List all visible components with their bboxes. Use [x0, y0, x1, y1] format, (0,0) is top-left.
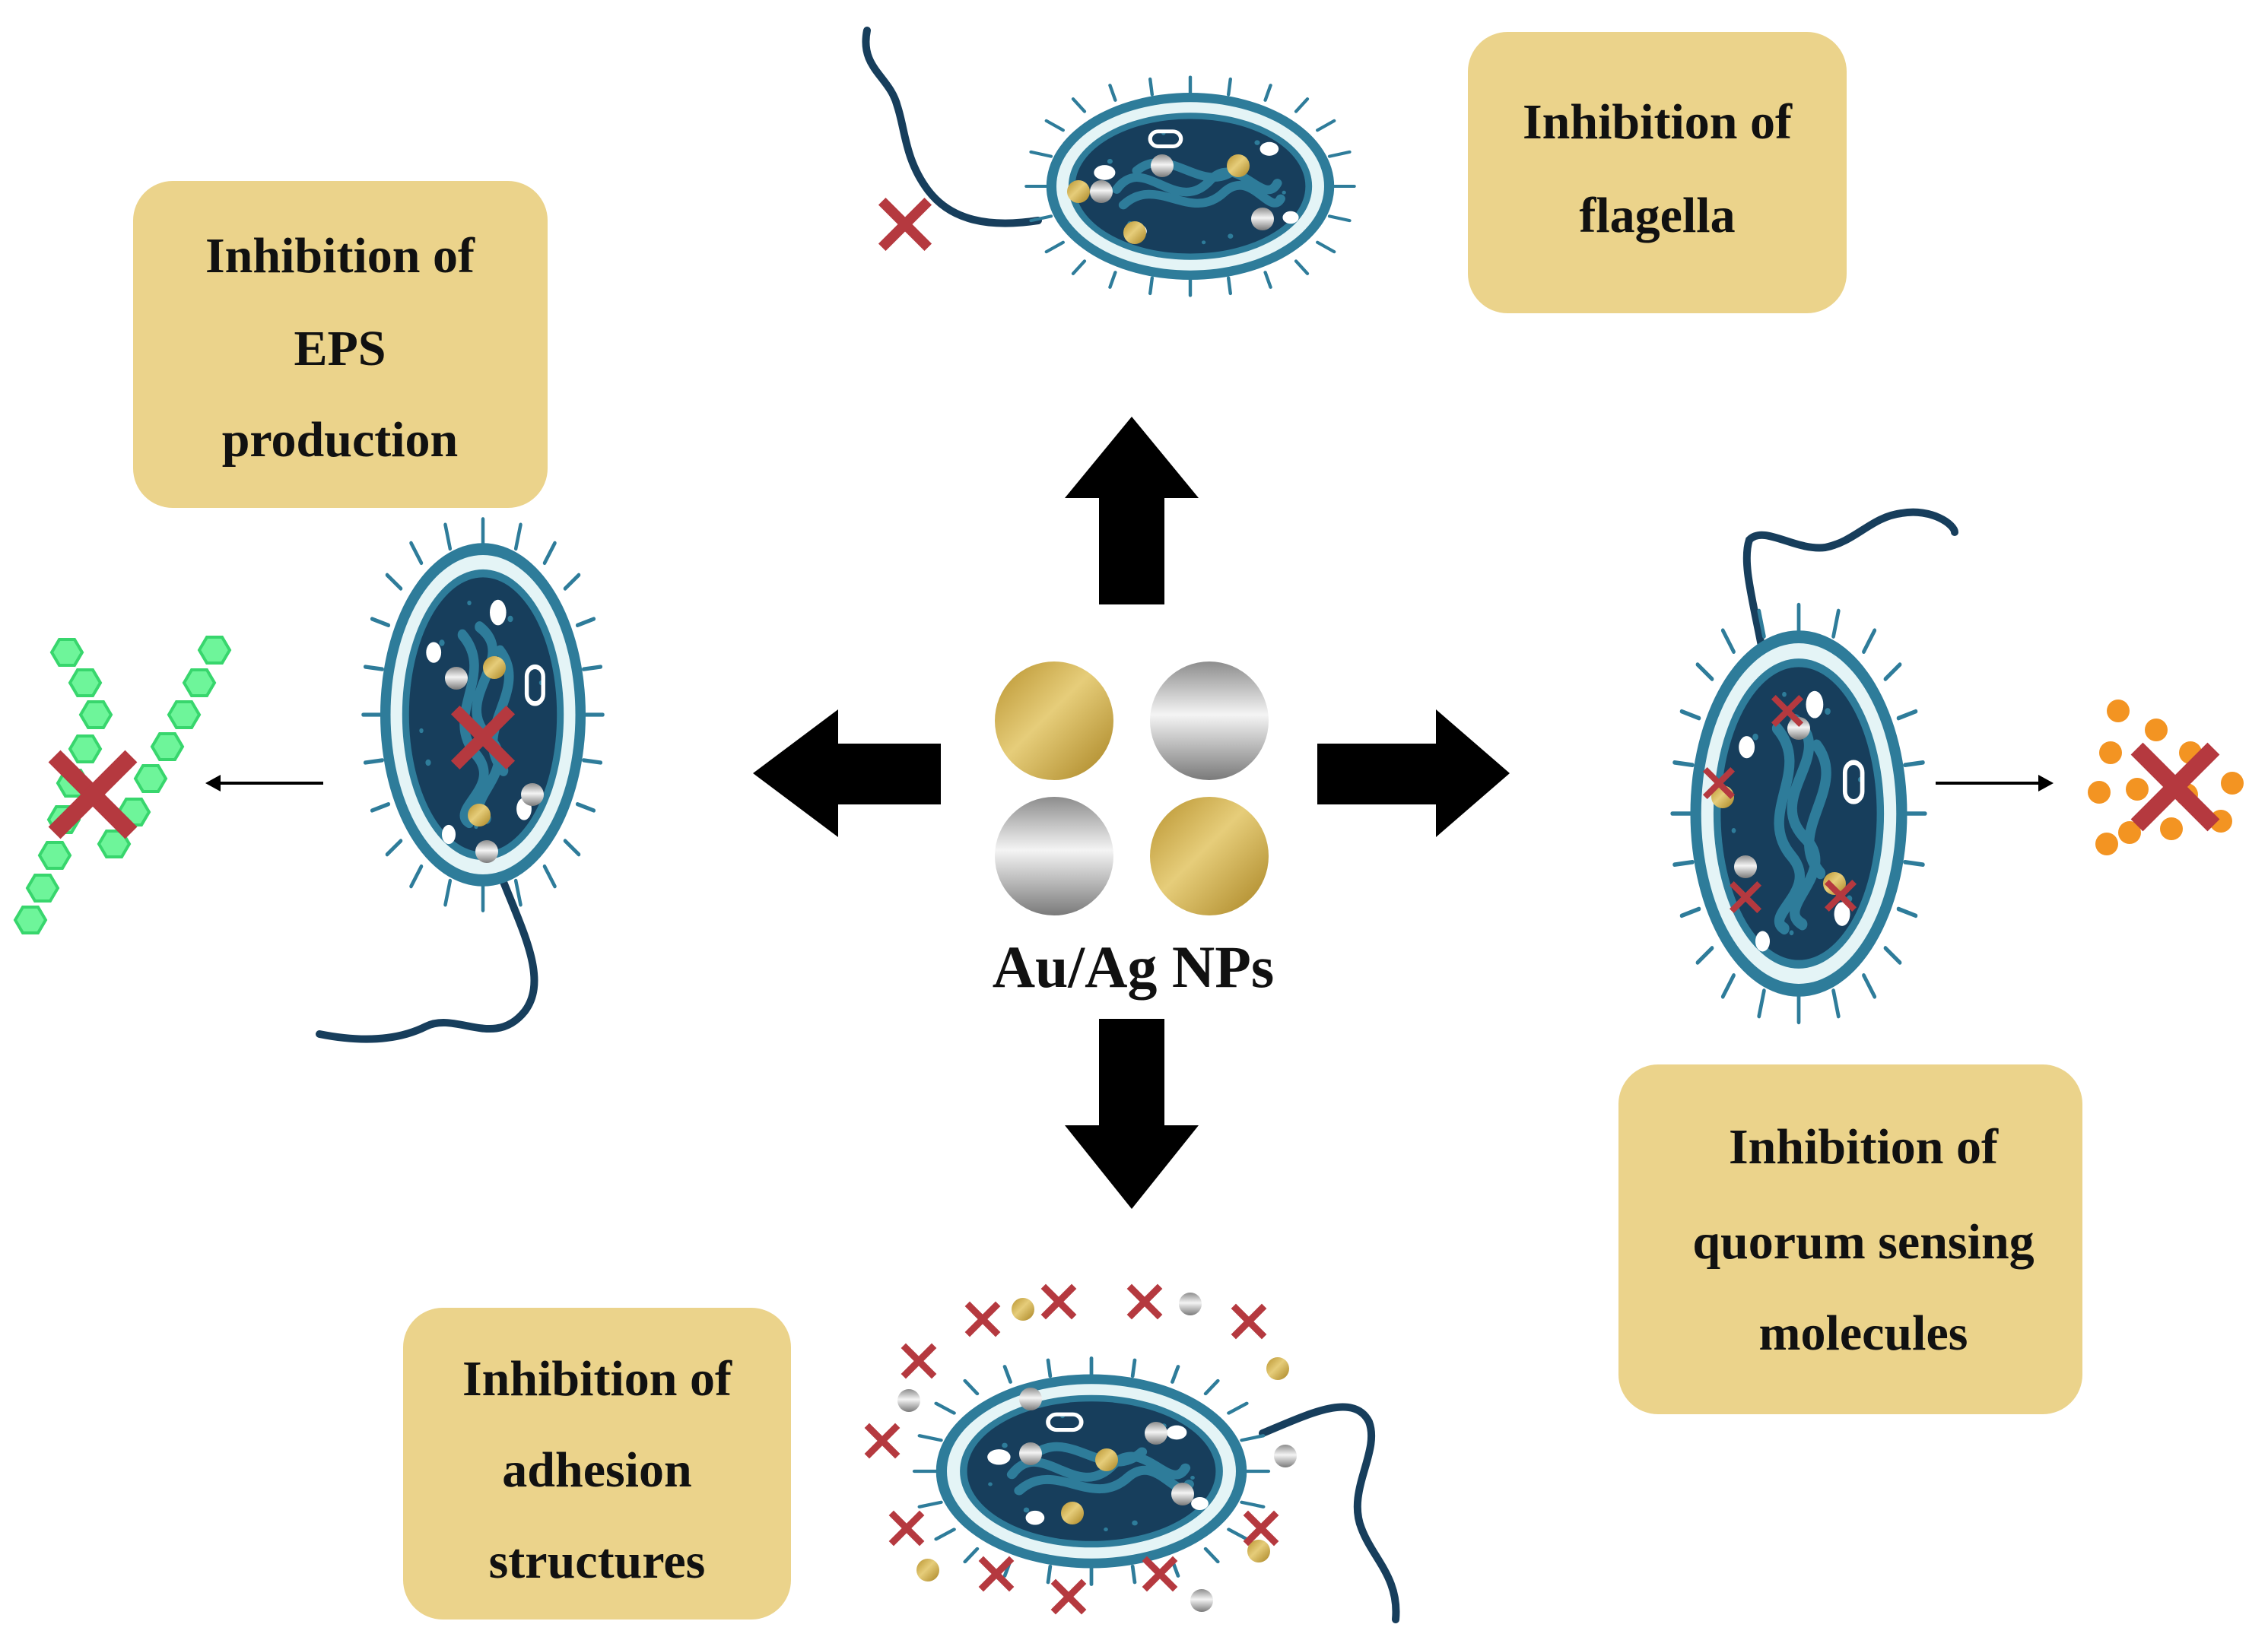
svg-text:production: production: [222, 412, 459, 468]
flagellum: [862, 27, 1042, 227]
svg-text:Inhibition of: Inhibition of: [1523, 94, 1793, 150]
svg-text:Inhibition of: Inhibition of: [462, 1351, 732, 1407]
inhibit-x-icon: [869, 1428, 895, 1454]
flagella-group: [862, 27, 1354, 296]
adhesion-bacterium-group: [869, 1289, 1400, 1623]
box-adhesion: Inhibition of adhesion structures: [403, 1308, 791, 1620]
inhibit-x-icon: [1248, 1515, 1274, 1541]
arrows: [753, 417, 1510, 1209]
qs-molecules: [2088, 700, 2244, 855]
inhibit-x-icon: [906, 1348, 932, 1374]
silver-nanoparticle: [995, 797, 1113, 915]
arrow-right: [1317, 709, 1510, 837]
arrow-left: [753, 709, 941, 837]
svg-text:structures: structures: [489, 1534, 706, 1589]
svg-text:flagella: flagella: [1579, 188, 1735, 243]
arrow-up: [1065, 417, 1199, 604]
inhibit-x-icon: [970, 1306, 996, 1332]
inhibit-x-icon: [894, 1515, 920, 1541]
svg-text:adhesion: adhesion: [502, 1442, 691, 1498]
inhibit-x-icon: [1056, 1584, 1082, 1610]
box-eps: Inhibition of EPS production: [133, 181, 548, 508]
eps-bacterium-group: [316, 519, 603, 1043]
svg-text:quorum sensing: quorum sensing: [1692, 1214, 2034, 1270]
bacterium-cell: [914, 1358, 1269, 1585]
gold-nanoparticle: [995, 661, 1113, 780]
svg-text:Inhibition of: Inhibition of: [205, 228, 475, 284]
inhibit-x-icon: [1046, 1289, 1072, 1315]
arrow-down: [1065, 1019, 1199, 1209]
inhibit-x-icon: [2143, 755, 2208, 820]
eps-chains: [14, 636, 231, 934]
flagellum: [1259, 1403, 1400, 1623]
center-label: Au/Ag NPs: [993, 934, 1275, 1000]
flagellum: [316, 878, 538, 1043]
gold-nanoparticle: [1150, 797, 1269, 915]
svg-text:molecules: molecules: [1759, 1305, 1968, 1361]
bacterium-cell: [1672, 605, 1926, 1023]
inhibit-x-icon: [1236, 1309, 1262, 1334]
svg-text:Inhibition of: Inhibition of: [1729, 1119, 1999, 1175]
silver-nanoparticle: [1150, 661, 1269, 780]
inhibit-x-icon: [1147, 1561, 1173, 1587]
inhibit-x-icon: [886, 205, 925, 244]
quorum-bacterium-group: [1672, 508, 1958, 1023]
svg-text:EPS: EPS: [294, 321, 386, 376]
box-quorum: Inhibition of quorum sensing molecules: [1618, 1064, 2082, 1414]
box-flagella: Inhibition of flagella: [1468, 32, 1847, 313]
flagellum: [1742, 508, 1958, 658]
nanoparticle-cluster: [995, 661, 1269, 915]
inhibit-x-icon: [1132, 1289, 1158, 1315]
